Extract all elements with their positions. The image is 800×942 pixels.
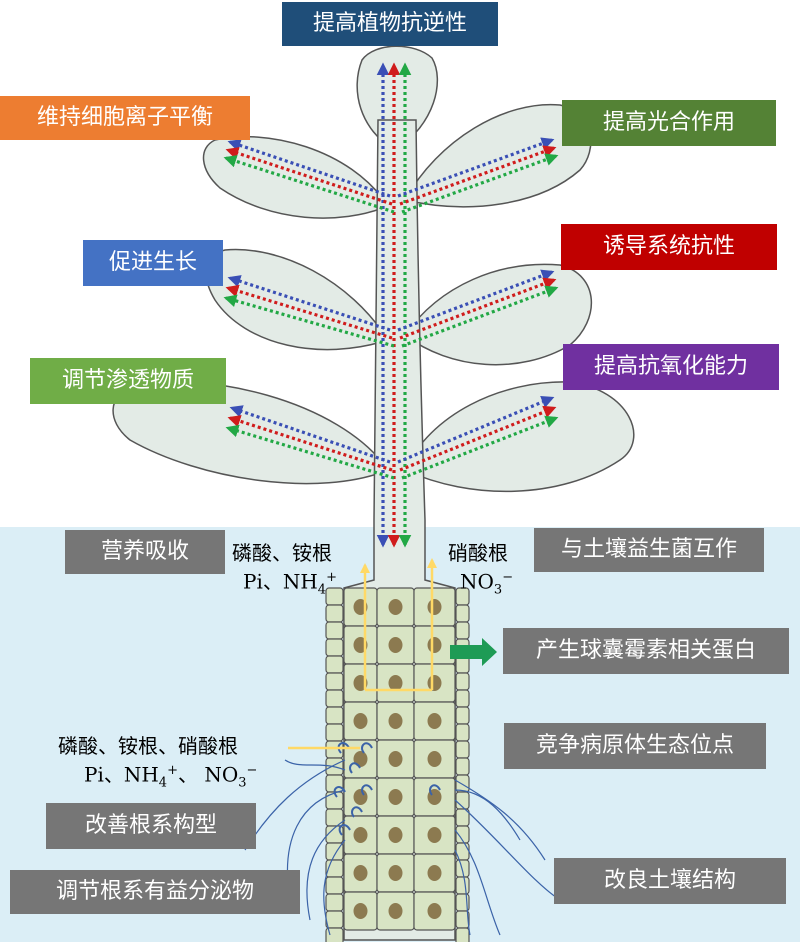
formula-pi-nh: Pi、NH <box>84 762 159 787</box>
cell-nucleus <box>388 713 403 729</box>
cell-nucleus <box>353 751 368 767</box>
label-nutrient-uptake: 营养吸收 <box>65 530 225 574</box>
epidermis-cell <box>325 706 344 725</box>
epidermis-cell <box>455 876 470 895</box>
formula-sub: 3 <box>493 582 503 598</box>
cell-nucleus <box>427 827 442 843</box>
signal-arrows <box>223 62 559 548</box>
root-hairs <box>333 742 441 836</box>
cell-nucleus <box>388 789 403 805</box>
cell-nucleus <box>388 827 403 843</box>
formula-sup: + <box>167 763 178 778</box>
cell-nucleus <box>427 751 442 767</box>
glomalin-arrow <box>450 638 497 666</box>
formula-pi-nh: Pi、NH <box>243 569 318 594</box>
formula-sup: + <box>326 570 337 585</box>
cell-nucleus <box>388 675 403 691</box>
epidermis-cell <box>325 927 344 942</box>
label-ion-balance: 维持细胞离子平衡 <box>0 96 250 140</box>
epidermis-cell <box>325 689 344 708</box>
label-photosynthesis: 提高光合作用 <box>562 100 776 146</box>
epidermis-cell <box>455 740 470 759</box>
leaf-low-left <box>112 381 390 485</box>
label-stress-resistance: 提高植物抗逆性 <box>282 2 498 46</box>
epidermis-cell <box>325 621 344 640</box>
label-soil-microbe: 与土壤益生菌互作 <box>534 528 764 572</box>
nutrient-upper-left-formula: Pi、NH4+ <box>243 571 337 597</box>
cell-nucleus <box>353 865 368 881</box>
epidermis-cell <box>455 723 470 742</box>
formula-no: 、 NO <box>177 762 239 787</box>
label-systemic-resistance: 诱导系统抗性 <box>561 224 777 270</box>
cell-nucleus <box>353 827 368 843</box>
cell-nucleus <box>388 865 403 881</box>
epidermis-cell <box>455 604 470 623</box>
epidermis-cell <box>325 893 344 912</box>
cell-nucleus <box>388 599 403 615</box>
formula-sub: 3 <box>238 775 247 791</box>
root-cells <box>325 587 470 942</box>
cell-nucleus <box>427 713 442 729</box>
epidermis-cell <box>325 604 344 623</box>
nutrient-lower-formula: Pi、NH4+、 NO3− <box>84 764 257 790</box>
epidermis-cell <box>325 910 344 929</box>
cell-nucleus <box>353 903 368 919</box>
epidermis-cell <box>455 927 470 942</box>
label-root-architecture: 改善根系构型 <box>46 803 256 849</box>
cell-nucleus <box>427 637 442 653</box>
epidermis-cell <box>325 638 344 657</box>
cell-nucleus <box>353 713 368 729</box>
formula-sup: − <box>246 763 258 778</box>
cell-nucleus <box>427 675 442 691</box>
epidermis-cell <box>325 655 344 674</box>
nutrient-upper-left-names: 磷酸、铵根 <box>232 541 332 565</box>
nutrient-upper-right-formula: NO3− <box>460 571 513 597</box>
label-glomalin: 产生球囊霉素相关蛋白 <box>503 628 789 674</box>
leaf-upper-left <box>202 135 390 219</box>
formula-sub: 4 <box>158 775 168 791</box>
epidermis-cell <box>455 621 470 640</box>
cell-nucleus <box>388 637 403 653</box>
cell-nucleus <box>388 751 403 767</box>
hyphae <box>244 759 561 936</box>
epidermis-cell <box>455 706 470 725</box>
cell-nucleus <box>388 903 403 919</box>
label-antioxidant: 提高抗氧化能力 <box>563 344 779 390</box>
epidermis-cell <box>325 876 344 895</box>
cell-nucleus <box>427 903 442 919</box>
label-soil-structure: 改良土壤结构 <box>554 858 786 904</box>
epidermis-cell <box>455 689 470 708</box>
formula-sub: 4 <box>317 582 327 598</box>
formula-sup: − <box>502 570 514 585</box>
epidermis-cell <box>325 672 344 691</box>
leaf-low-right <box>404 381 635 493</box>
nutrient-transport <box>288 558 437 750</box>
cell-nucleus <box>427 599 442 615</box>
epidermis-cell <box>455 672 470 691</box>
cell-nucleus <box>353 789 368 805</box>
epidermis-cell <box>455 774 470 793</box>
formula-no: NO <box>460 569 494 594</box>
label-osmotic: 调节渗透物质 <box>30 358 226 404</box>
cell-nucleus <box>427 865 442 881</box>
label-exudates: 调节根系有益分泌物 <box>10 870 300 914</box>
label-growth: 促进生长 <box>83 240 223 286</box>
nutrient-lower-names: 磷酸、铵根、硝酸根 <box>58 734 238 758</box>
epidermis-cell <box>325 723 344 742</box>
label-niche-competition: 竞争病原体生态位点 <box>504 723 766 769</box>
epidermis-cell <box>455 757 470 776</box>
nutrient-upper-right-names: 硝酸根 <box>448 541 508 565</box>
